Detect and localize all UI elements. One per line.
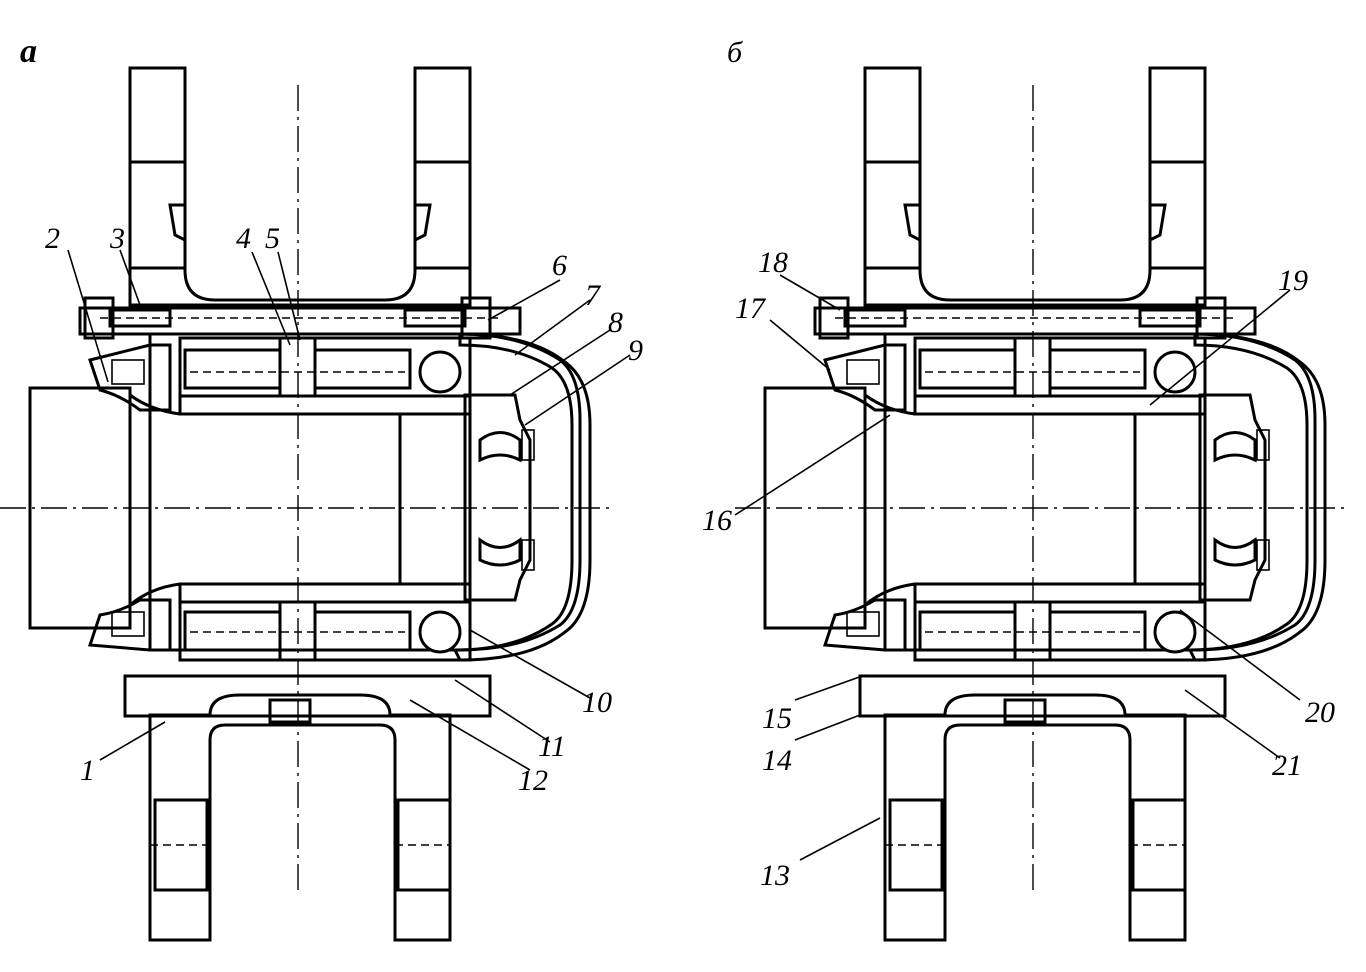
- callout-5: 5: [265, 222, 280, 255]
- callout-10: 10: [582, 686, 612, 719]
- callout-6: 6: [552, 249, 567, 282]
- callout-2: 2: [45, 222, 60, 255]
- callout-20: 20: [1305, 696, 1335, 729]
- callout-13: 13: [760, 859, 790, 892]
- callout-18: 18: [758, 246, 788, 279]
- leader-lines-b: [734, 274, 1301, 861]
- callout-14: 14: [762, 744, 792, 777]
- panel-label-a: а: [20, 33, 37, 70]
- callout-7: 7: [585, 279, 602, 312]
- panel-a-assembly: [0, 66, 612, 942]
- callout-4: 4: [236, 222, 251, 255]
- callout-15: 15: [762, 702, 792, 735]
- callout-17: 17: [735, 292, 767, 325]
- callout-8: 8: [608, 306, 623, 339]
- callout-9: 9: [628, 334, 643, 367]
- callout-1: 1: [80, 754, 95, 787]
- panel-b-assembly: [733, 66, 1347, 942]
- callout-19: 19: [1278, 264, 1308, 297]
- callout-3: 3: [109, 222, 125, 255]
- callout-11: 11: [538, 730, 566, 763]
- leader-lines-a: [67, 249, 631, 771]
- callout-21: 21: [1272, 749, 1302, 782]
- callout-16: 16: [702, 504, 732, 537]
- callout-12: 12: [518, 764, 548, 797]
- panel-label-b: б: [727, 36, 743, 69]
